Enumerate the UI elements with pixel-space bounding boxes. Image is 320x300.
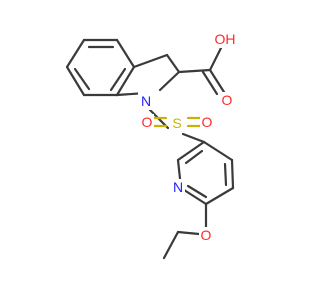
bond [176,140,206,162]
pyrroline-ring [115,53,181,97]
bond [165,53,181,74]
carboxylic-acid [177,46,226,96]
sulfonyl-oxygen-right-label: O [202,114,213,130]
sulfonyl-oxygen-left-label: O [142,114,153,130]
sulfonyl-oxygens [150,116,204,128]
bond [202,140,234,162]
pyridine-nitrogen-label: N [173,179,183,195]
double-bond [186,184,208,199]
bond [115,65,136,97]
s-c-bond [181,132,206,144]
hydroxyl-label: OH [215,31,236,47]
bond [115,38,136,69]
bond [208,68,226,94]
ethoxy-group [162,202,208,260]
bond [65,38,86,69]
bond [65,65,86,97]
indoline-nitrogen-label: N [141,93,151,109]
bond [201,70,219,96]
pyridine-ring [176,140,235,206]
carbonyl-oxygen-label: O [222,92,233,108]
atom-labels: OH O N S O O N O [138,30,238,243]
ether-oxygen-label: O [201,227,212,243]
bond [158,70,181,92]
double-bond [223,162,228,187]
bond [176,230,201,236]
double-bond [73,67,91,91]
double-bond [109,67,127,92]
sulfur-label: S [172,115,181,131]
bond [230,158,235,190]
bond [179,186,208,206]
bond [177,68,212,74]
bond [162,230,180,260]
bond [204,186,235,206]
molecule-diagram: OH O N S O O N O [65,30,238,260]
bond [132,53,169,69]
bond [208,46,223,72]
double-bond [184,149,204,165]
benzene-ring [65,38,136,97]
